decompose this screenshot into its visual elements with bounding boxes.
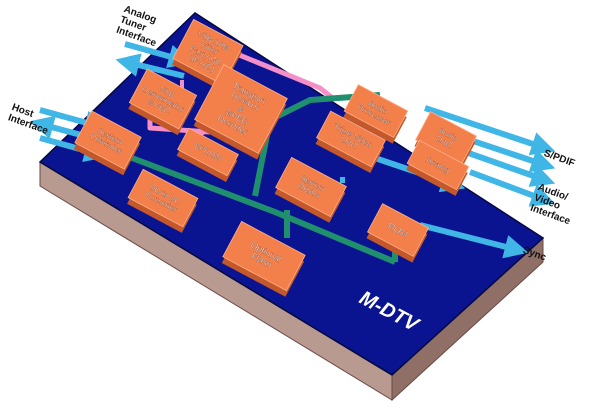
chip-face	[74, 110, 142, 170]
chip-eprom: EPROM	[176, 127, 239, 182]
tuner-arrows	[115, 41, 193, 79]
chip-face	[128, 68, 198, 130]
chip-face	[275, 156, 347, 218]
chip-face	[222, 220, 306, 292]
chip-label-line: &	[236, 103, 246, 115]
chip-face	[366, 203, 430, 257]
chip-face	[343, 84, 409, 138]
chip-face	[127, 168, 199, 228]
chip-rom: ROM	[366, 203, 430, 263]
chip-face	[316, 110, 386, 168]
chip-analog: Analog	[406, 139, 470, 196]
chip-face	[177, 127, 239, 177]
chip-face	[406, 139, 470, 191]
chip-face	[194, 64, 288, 154]
